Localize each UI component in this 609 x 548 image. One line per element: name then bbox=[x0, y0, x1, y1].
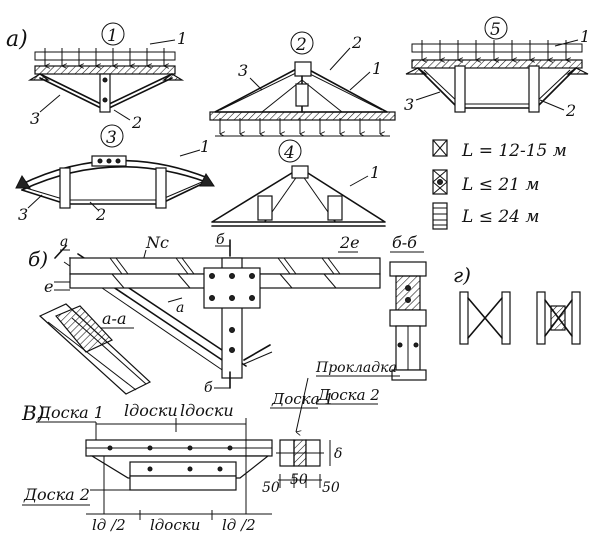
scheme-1-label-3: 3 bbox=[30, 109, 40, 128]
board-detail: В) Доска 1 lдоски lдоски Доска 2 lд /2 l… bbox=[21, 401, 273, 534]
scheme-5-top-chord bbox=[411, 59, 583, 69]
dim-50-left: 50 bbox=[262, 480, 280, 496]
force-label-nc: Nc bbox=[145, 233, 169, 252]
board-cross-section: Прокладка Доска 1 Доска 2 δ 50 50 50 bbox=[262, 360, 400, 496]
scheme-2-load-arrows bbox=[219, 118, 380, 134]
scheme-5-number: 5 bbox=[490, 20, 501, 40]
top-chord-lashing-marks bbox=[109, 257, 341, 289]
scheme-3-label-3: 3 bbox=[18, 205, 28, 224]
section-bb-mark-top: б bbox=[216, 232, 225, 248]
scheme-1-load-arrows bbox=[44, 48, 164, 66]
scheme-3: 3 1 3 2 bbox=[15, 124, 215, 224]
scheme-5-right-support bbox=[566, 67, 589, 75]
scheme-1: 1 1 2 3 bbox=[27, 22, 187, 132]
board-1-label: Доска 1 bbox=[37, 403, 104, 422]
scheme-5-load-arrows bbox=[421, 40, 566, 60]
scheme-5-label-3: 3 bbox=[404, 95, 414, 114]
board-2-label: Доска 2 bbox=[23, 485, 90, 504]
scheme-2-label-3: 3 bbox=[238, 61, 248, 80]
legend-label-1: L = 12-15 м bbox=[461, 141, 567, 161]
scheme-1-number: 1 bbox=[107, 26, 118, 46]
spacer-label: Прокладка bbox=[315, 360, 397, 376]
scheme-4-number: 4 bbox=[283, 143, 295, 163]
scheme-4: 4 1 bbox=[211, 139, 386, 227]
scheme-2-number: 2 bbox=[295, 35, 307, 55]
board-length-label-3: lдоски bbox=[150, 516, 200, 534]
span-legend: L = 12-15 м L ≤ 21 м L ≤ 24 м bbox=[432, 139, 567, 230]
scheme-1-label-2: 2 bbox=[131, 113, 142, 132]
section-bb-view: б-б bbox=[389, 233, 427, 381]
scheme-3-label-1: 1 bbox=[200, 137, 210, 156]
section-aa-mark-top: а bbox=[60, 234, 68, 250]
legend-label-2: L ≤ 21 м bbox=[461, 175, 539, 195]
scheme-1-label-1: 1 bbox=[177, 29, 187, 48]
section-thickness-label: δ bbox=[334, 446, 342, 462]
scheme-5-label-1: 1 bbox=[580, 27, 590, 46]
eccentricity-e-label: e bbox=[44, 277, 53, 296]
section-aa-mark-diagonal: а bbox=[176, 300, 184, 316]
scheme-5: 5 1 3 2 bbox=[404, 16, 590, 120]
section-b-label: б) bbox=[28, 247, 48, 271]
scheme-2-label-1: 1 bbox=[372, 59, 382, 78]
scheme-2: 2 3 2 1 bbox=[209, 31, 396, 137]
node-bolts bbox=[209, 273, 255, 353]
legend-label-3: L ≤ 24 м bbox=[461, 207, 539, 227]
section-bb-title: б-б bbox=[392, 233, 417, 252]
half-length-label-right: lд /2 bbox=[222, 516, 256, 534]
dim-50-mid: 50 bbox=[290, 472, 308, 488]
scheme-5-label-2: 2 bbox=[565, 101, 576, 120]
section-bb-mark-bottom: б bbox=[204, 380, 213, 396]
scheme-1-top-chord bbox=[34, 65, 176, 75]
scheme-3-number: 3 bbox=[106, 128, 117, 148]
board-bolts bbox=[107, 445, 233, 472]
section-g-label: г) bbox=[453, 263, 471, 287]
dim-50-right: 50 bbox=[322, 480, 340, 496]
scheme-1-right-support bbox=[162, 73, 185, 81]
section-a-label: а) bbox=[6, 27, 28, 52]
eccentricity-2e-label: 2e bbox=[339, 233, 360, 252]
section-aa-title: а-а bbox=[102, 309, 126, 328]
scheme-2-bottom-chord bbox=[209, 111, 396, 121]
board-length-label-2: lдоски bbox=[180, 401, 234, 420]
scheme-3-label-2: 2 bbox=[95, 205, 106, 224]
cross-bracing-details: г) bbox=[453, 263, 581, 345]
board-2-label-section: Доска 2 bbox=[317, 386, 380, 404]
scheme-2-label-2: 2 bbox=[351, 33, 362, 52]
scheme-5-left-support bbox=[405, 67, 428, 75]
scheme-1-left-support bbox=[27, 73, 50, 81]
section-aa-view bbox=[38, 303, 152, 395]
node-detail: б) а Nc б e 2e bbox=[28, 232, 381, 396]
scheme-4-label-1: 1 bbox=[370, 163, 380, 182]
board-length-label-1: lдоски bbox=[124, 401, 178, 420]
section-v-label: В) bbox=[21, 401, 45, 425]
half-length-label-left: lд /2 bbox=[92, 516, 126, 534]
legend-node-type-3-icon bbox=[432, 202, 448, 230]
